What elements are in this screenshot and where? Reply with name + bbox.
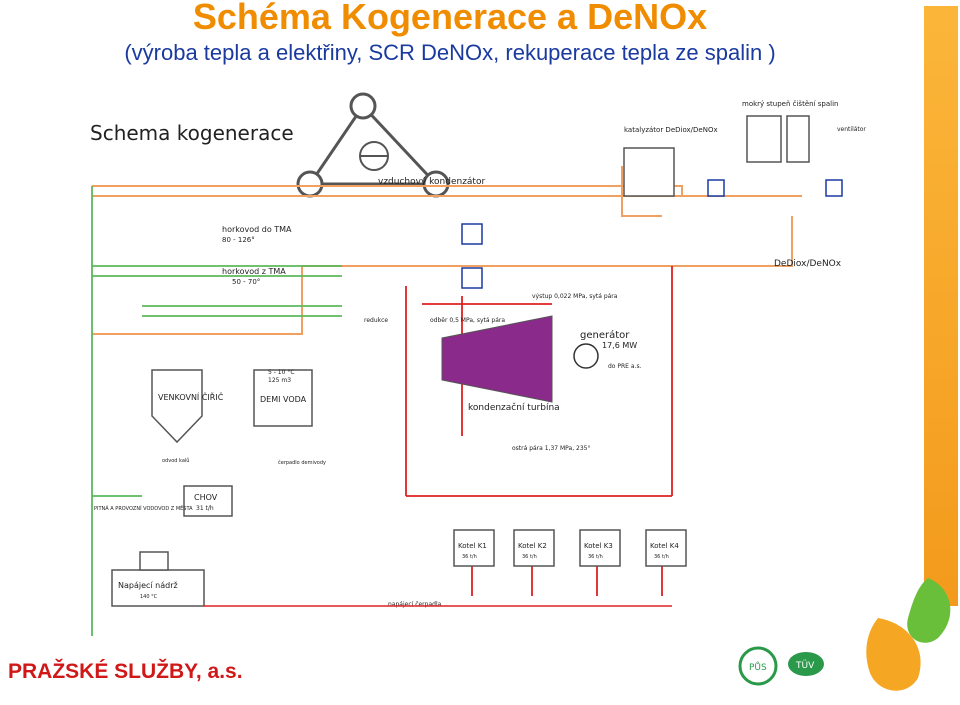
hot-water-from-temp: 50 - 70°: [232, 278, 260, 286]
sludge-label: odvod kalů: [162, 457, 189, 464]
middle-heat-exchanger-1: [461, 223, 483, 245]
boiler-k1: Kotel K1 36 t/h: [453, 529, 495, 567]
feed-pumps-label: napájecí čerpadla: [388, 601, 442, 608]
demi-temp: 5 - 10 °C: [268, 369, 295, 376]
cert-a-text: PŮS: [749, 661, 767, 673]
scrubber-label: mokrý stupeň čištění spalin: [742, 100, 838, 108]
heat-exchanger-1: [707, 179, 725, 197]
reduction-label: redukce: [364, 317, 388, 324]
feed-tank-temp: 140 °C: [140, 594, 158, 600]
boiler-k1-name: Kotel K1: [458, 542, 487, 550]
boiler-k2: Kotel K2 36 t/h: [513, 529, 555, 567]
scrubber-unit-b: [786, 115, 810, 163]
certification-badge-tuv: TÜV: [788, 652, 824, 676]
demi-water-label: DEMI VODA: [260, 395, 307, 404]
generator-power: 17,6 MW: [602, 341, 637, 350]
exhaust-label: výstup 0,022 MPa, sytá pára: [532, 293, 618, 300]
water-source-label: PITNÁ A PROVOZNÍ VODOVOD Z MĚSTA: [94, 504, 193, 512]
condensing-turbine: [441, 315, 553, 403]
boiler-k4: Kotel K4 36 t/h: [645, 529, 687, 567]
air-condenser: vzduchový kondenzátor: [296, 92, 485, 198]
catalyst-unit: [623, 147, 675, 197]
boiler-k4-name: Kotel K4: [650, 542, 679, 550]
heat-exchanger-2: [825, 179, 843, 197]
generator-label: generátor: [580, 329, 630, 341]
boiler-k3-flow: 36 t/h: [588, 554, 603, 560]
feed-tank-label: Napájecí nádrž: [118, 581, 178, 590]
dediox-label: DeDiox/DeNOx: [774, 259, 842, 269]
boiler-k3-name: Kotel K3: [584, 542, 613, 550]
decorative-side-bar: [924, 6, 958, 606]
fan-label: ventilátor: [837, 126, 866, 133]
hot-water-to-label: horkovod do TMA: [222, 225, 292, 234]
cooling-label: CHOV: [194, 493, 218, 502]
cert-b-text: TÜV: [795, 660, 815, 671]
to-pre-label: do PRE a.s.: [608, 363, 642, 370]
scrubber-unit-a: [746, 115, 782, 163]
turbine-label: kondenzační turbína: [468, 402, 560, 413]
cogeneration-diagram: Schema kogenerace vzduchový kondenzátor …: [42, 76, 874, 638]
pump-label: čerpadlo demivody: [278, 459, 326, 466]
boiler-k2-name: Kotel K2: [518, 542, 547, 550]
diagram-heading: Schema kogenerace: [90, 121, 294, 145]
outer-cleaner-tank: [151, 369, 203, 444]
page-subtitle: (výroba tepla a elektřiny, SCR DeNOx, re…: [124, 40, 776, 65]
generator-symbol: [573, 343, 599, 369]
feed-tank: [111, 569, 205, 607]
catalyst-label: katalyzátor DeDiox/DeNOx: [624, 126, 718, 134]
middle-heat-exchanger-2: [461, 267, 483, 289]
boiler-k3: Kotel K3 36 t/h: [579, 529, 621, 567]
boiler-k1-flow: 36 t/h: [462, 554, 477, 560]
air-condenser-label: vzduchový kondenzátor: [378, 177, 485, 187]
cooling-flow: 31 t/h: [196, 505, 214, 512]
feed-tank-dome: [139, 551, 169, 571]
demi-volume: 125 m3: [268, 377, 291, 384]
boiler-k2-flow: 36 t/h: [522, 554, 537, 560]
extraction-label: odběr 0,5 MPa, sytá pára: [430, 317, 505, 324]
company-logo: PRAŽSKÉ SLUŽBY, a.s.: [8, 660, 243, 683]
hot-water-to-temp: 80 - 126°: [222, 236, 255, 244]
outer-cleaner-label: VENKOVNÍ ČIŘIČ: [158, 391, 224, 402]
cooling-box: [183, 485, 233, 517]
certification-badge-pus: PŮS: [738, 646, 778, 686]
steam-line-label: ostrá pára 1,37 MPa, 235°: [512, 445, 590, 452]
page-title: Schéma Kogenerace a DeNOx: [192, 0, 708, 37]
leaf-decoration: [866, 578, 951, 691]
hot-water-lines: [91, 186, 342, 636]
demi-water-tank: [253, 369, 313, 427]
hot-water-from-label: horkovod z TMA: [222, 267, 286, 276]
boiler-k4-flow: 36 t/h: [654, 554, 669, 560]
